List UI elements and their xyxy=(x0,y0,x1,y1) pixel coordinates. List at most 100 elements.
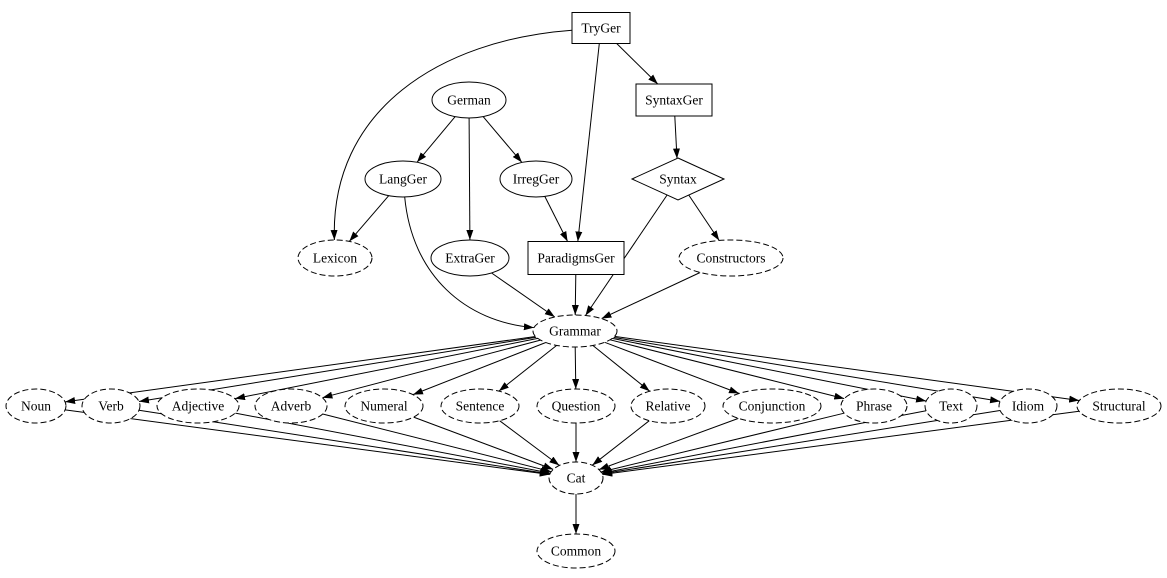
edge-german-extrager xyxy=(466,117,474,241)
node-label-idiom: Idiom xyxy=(1012,399,1045,414)
node-label-constructors: Constructors xyxy=(697,251,766,266)
edge-conjunction-cat xyxy=(598,417,739,471)
node-label-cat: Cat xyxy=(567,471,586,486)
node-label-verb: Verb xyxy=(98,399,124,414)
node-noun: Noun xyxy=(5,388,67,424)
node-adverb: Adverb xyxy=(254,388,328,424)
edge-syntaxger-syntax xyxy=(672,115,680,159)
node-shape-constructors xyxy=(678,239,784,277)
node-label-numeral: Numeral xyxy=(360,399,407,414)
edge-relative-cat xyxy=(591,420,650,466)
node-label-sentence: Sentence xyxy=(456,399,505,414)
node-shape-adjective xyxy=(156,388,240,424)
node-shape-tryger xyxy=(571,12,631,44)
node-shape-sentence xyxy=(440,388,520,424)
edge-adverb-cat xyxy=(322,413,552,473)
node-shape-relative xyxy=(630,388,706,424)
node-shape-noun xyxy=(5,388,67,424)
edge-sentence-cat xyxy=(499,420,560,466)
node-text: Text xyxy=(924,388,978,424)
edge-german-langger xyxy=(416,116,456,163)
node-structural: Structural xyxy=(1076,388,1162,424)
node-label-langger: LangGer xyxy=(379,172,427,187)
edge-tryger-syntaxger xyxy=(616,43,659,85)
node-constructors: Constructors xyxy=(678,239,784,277)
node-shape-paradigmsger xyxy=(527,241,625,275)
edge-grammar-idiom xyxy=(613,336,1001,404)
node-adjective: Adjective xyxy=(156,388,240,424)
node-shape-grammar xyxy=(532,314,618,348)
edge-irregger-paradigmsger xyxy=(544,196,569,242)
node-numeral: Numeral xyxy=(344,388,424,424)
node-langger: LangGer xyxy=(364,160,442,198)
node-label-text: Text xyxy=(939,399,963,414)
node-shape-text xyxy=(924,388,978,424)
node-shape-langger xyxy=(364,160,442,198)
edge-grammar-structural xyxy=(614,335,1080,403)
node-grammar: Grammar xyxy=(532,314,618,348)
node-label-german: German xyxy=(447,93,491,108)
edge-grammar-noun xyxy=(65,336,536,404)
node-label-irregger: IrregGer xyxy=(513,172,560,187)
node-syntax: Syntax xyxy=(630,157,726,201)
edge-constructors-grammar xyxy=(601,272,701,320)
node-german: German xyxy=(431,81,507,119)
node-label-extrager: ExtraGer xyxy=(445,251,495,266)
node-shape-syntaxger xyxy=(635,83,713,117)
node-shape-verb xyxy=(81,388,141,424)
node-label-conjunction: Conjunction xyxy=(739,399,806,414)
edge-structural-cat xyxy=(602,410,1080,477)
edge-grammar-adverb xyxy=(322,339,541,399)
node-phrase: Phrase xyxy=(840,388,908,424)
node-shape-idiom xyxy=(998,388,1058,424)
edge-grammar-sentence xyxy=(498,345,558,392)
node-shape-german xyxy=(431,81,507,119)
node-label-common: Common xyxy=(551,544,602,559)
node-label-adverb: Adverb xyxy=(271,399,312,414)
edge-paradigmsger-grammar xyxy=(571,274,579,316)
node-shape-irregger xyxy=(499,160,573,198)
node-question: Question xyxy=(536,388,616,424)
node-label-syntax: Syntax xyxy=(659,172,697,187)
node-tryger: TryGer xyxy=(571,12,631,44)
edge-grammar-phrase xyxy=(609,339,845,400)
node-paradigmsger: ParadigmsGer xyxy=(527,241,625,275)
node-label-structural: Structural xyxy=(1092,399,1145,414)
node-cat: Cat xyxy=(548,461,604,495)
edge-langger-lexicon xyxy=(348,195,390,242)
node-common: Common xyxy=(536,533,616,569)
node-shape-adverb xyxy=(254,388,328,424)
edge-tryger-lexicon xyxy=(330,29,573,241)
node-irregger: IrregGer xyxy=(499,160,573,198)
node-shape-common xyxy=(536,533,616,569)
edge-tryger-paradigmsger xyxy=(575,43,600,242)
edge-grammar-relative xyxy=(592,345,651,392)
node-relative: Relative xyxy=(630,388,706,424)
node-shape-lexicon xyxy=(297,239,373,277)
node-conjunction: Conjunction xyxy=(722,388,822,424)
node-shape-cat xyxy=(548,461,604,495)
node-verb: Verb xyxy=(81,388,141,424)
node-extrager: ExtraGer xyxy=(430,239,510,277)
node-label-adjective: Adjective xyxy=(172,399,224,414)
node-lexicon: Lexicon xyxy=(297,239,373,277)
edge-grammar-numeral xyxy=(412,342,546,396)
node-syntaxger: SyntaxGer xyxy=(635,83,713,117)
node-label-relative: Relative xyxy=(646,399,691,414)
node-label-paradigmsger: ParadigmsGer xyxy=(537,251,615,266)
node-idiom: Idiom xyxy=(998,388,1058,424)
edge-german-irregger xyxy=(482,116,523,163)
node-label-noun: Noun xyxy=(21,399,51,414)
node-shape-question xyxy=(536,388,616,424)
edge-syntax-grammar xyxy=(585,194,668,316)
node-shape-syntax xyxy=(630,157,726,201)
node-label-lexicon: Lexicon xyxy=(313,251,357,266)
edge-numeral-cat xyxy=(413,416,554,470)
node-label-tryger: TryGer xyxy=(581,21,621,36)
edge-langger-grammar xyxy=(404,196,534,331)
edge-grammar-adjective xyxy=(234,337,538,401)
node-shape-numeral xyxy=(344,388,424,424)
